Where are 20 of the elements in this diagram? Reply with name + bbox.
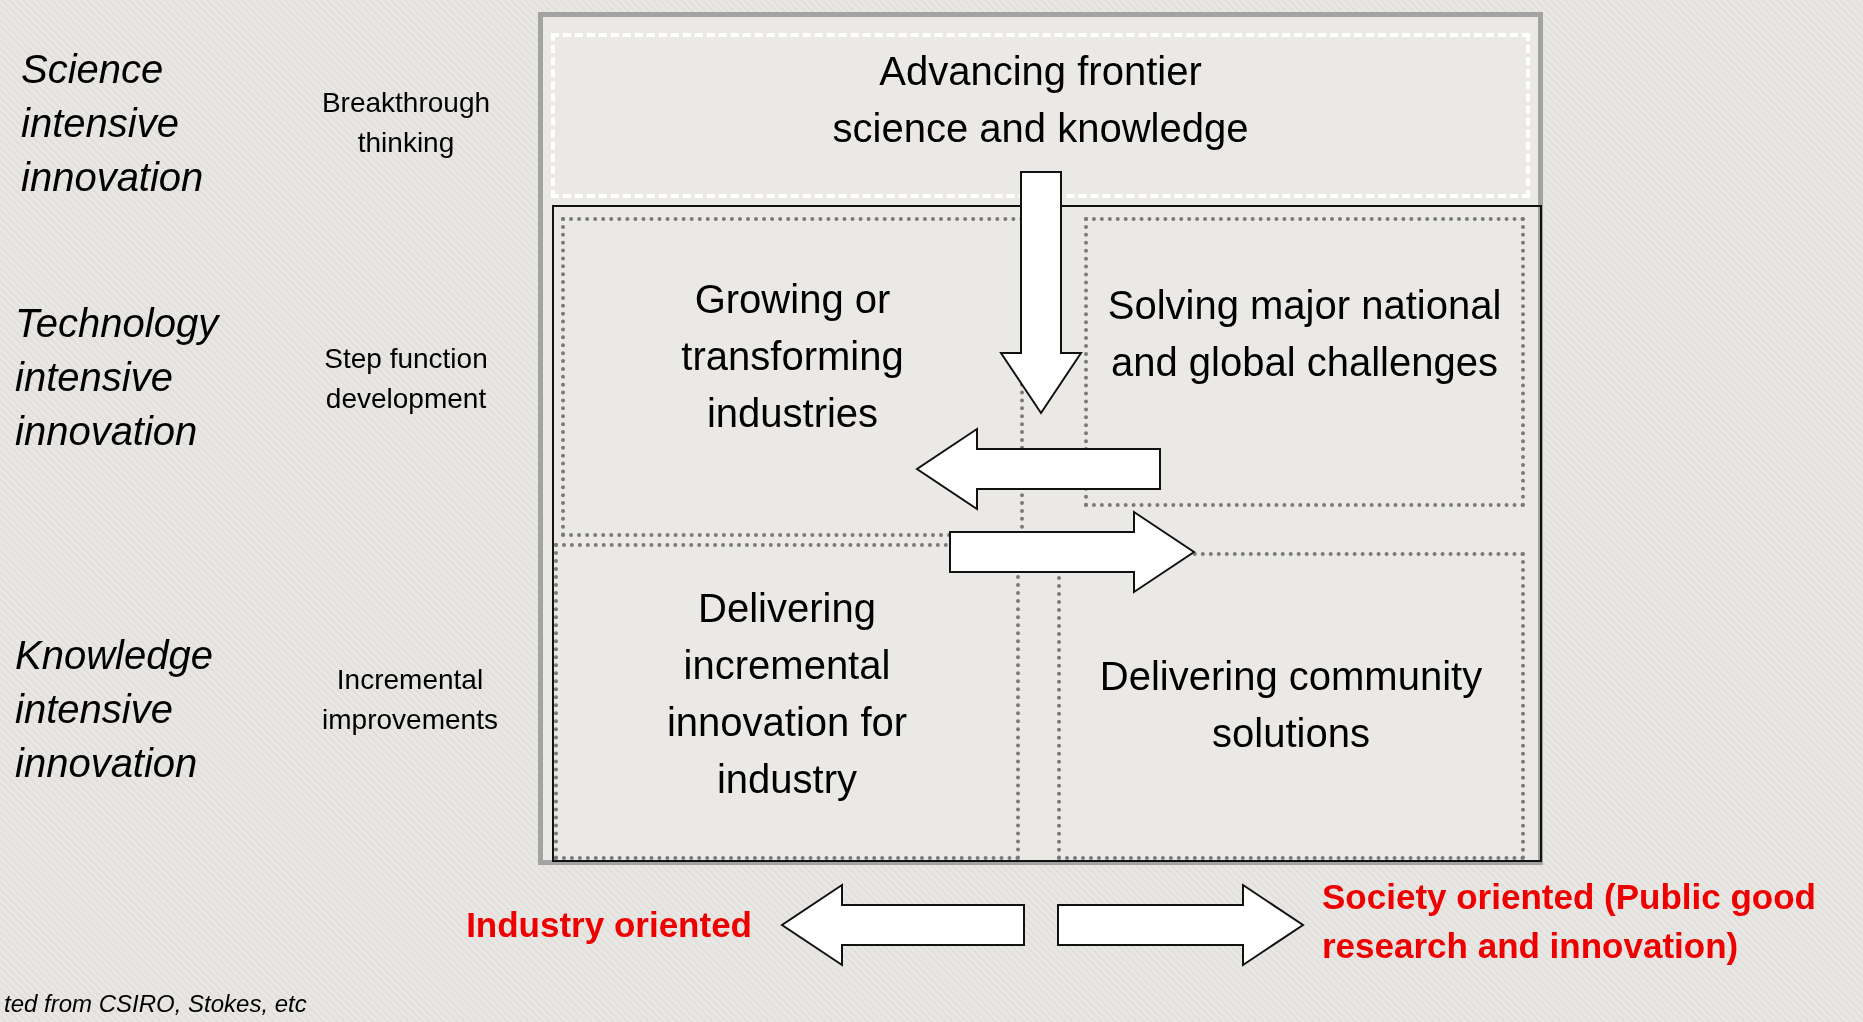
block-arrow bbox=[780, 883, 1025, 967]
side-label: Incremental improvements bbox=[321, 663, 499, 737]
side-label: Knowledge intensive innovation bbox=[15, 632, 214, 787]
side-label: Breakthrough thinking bbox=[320, 86, 492, 160]
box-text: Delivering community solutions bbox=[1098, 653, 1484, 757]
side-label: ted from CSIRO, Stokes, etc bbox=[4, 990, 308, 1018]
box-text: Industry oriented bbox=[465, 904, 752, 946]
box-text: Solving major national and global challenges bbox=[1106, 282, 1503, 386]
block-arrow bbox=[999, 171, 1083, 415]
block-arrow bbox=[915, 427, 1161, 511]
side-label: Technology intensive innovation bbox=[15, 300, 221, 455]
side-label: Science intensive innovation bbox=[21, 46, 205, 201]
frame-box bbox=[538, 12, 1543, 865]
box-text: Society oriented (Public good research and innovation) bbox=[1322, 876, 1817, 967]
box-text: Delivering incremental innovation for industry bbox=[665, 585, 909, 803]
box-text: Growing or transforming industries bbox=[680, 276, 905, 437]
box-text: Advancing frontier science and knowledge bbox=[831, 48, 1250, 152]
block-arrow bbox=[1057, 883, 1305, 967]
block-arrow bbox=[949, 510, 1196, 594]
side-label: Step function development bbox=[323, 342, 489, 416]
